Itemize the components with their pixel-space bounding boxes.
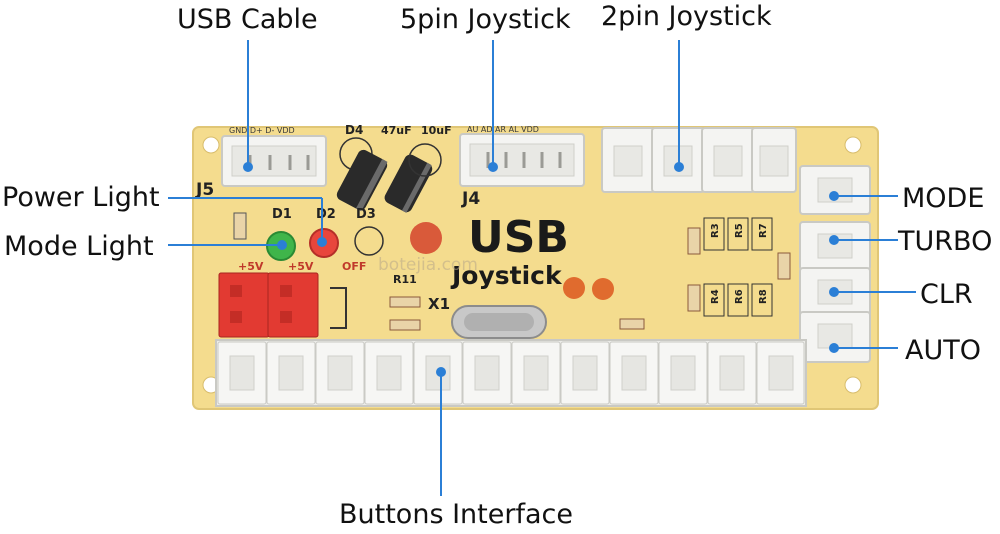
five-pin-joystick-connector: [459, 133, 585, 187]
label-r7: R7: [758, 223, 769, 238]
label-d1: D1: [272, 207, 292, 222]
callout-5pin-joystick: 5pin Joystick: [400, 4, 571, 35]
label-j4: J4: [461, 189, 480, 209]
resistor-block-top: [703, 217, 773, 251]
mounting-hole: [202, 136, 220, 154]
ceramic-capacitor: [563, 277, 585, 299]
usb-cable-connector: [221, 135, 327, 187]
label-r6: R6: [734, 289, 745, 304]
callout-lines: [168, 40, 916, 496]
right-side-connectors: [799, 165, 871, 363]
ceramic-capacitor: [592, 278, 614, 300]
callout-clr: CLR: [920, 279, 973, 310]
label-j5: J5: [195, 180, 214, 200]
callout-usb-cable: USB Cable: [177, 4, 318, 35]
label-r4: R4: [710, 289, 721, 304]
resistor: [389, 319, 421, 331]
label-r5: R5: [734, 223, 745, 238]
label-r8: R8: [758, 289, 769, 304]
usb-pin-labels: GND D+ D- VDD: [229, 126, 295, 135]
label-d3: D3: [356, 207, 376, 222]
label-off: OFF: [342, 260, 366, 273]
label-plus5v-a: +5V: [238, 260, 264, 273]
label-d2: D2: [316, 207, 336, 222]
resistor-block-bottom: [703, 283, 773, 317]
buttons-interface-connectors: [215, 339, 807, 407]
resistor-small: [233, 212, 247, 240]
callout-buttons-interface: Buttons Interface: [339, 499, 573, 530]
power-select-switch: [218, 272, 347, 338]
label-x1: X1: [428, 295, 450, 313]
label-r11: R11: [393, 273, 417, 286]
label-d4: D4: [345, 123, 363, 137]
resistor-vertical: [687, 227, 701, 255]
callout-power-light: Power Light: [2, 182, 160, 213]
label-cap-10uf: 10uF: [421, 124, 452, 137]
diode-d3-outline: [354, 226, 384, 256]
resistor-vertical: [687, 284, 701, 312]
board-usb-text: USB: [468, 212, 569, 263]
label-plus5v-b: +5V: [288, 260, 314, 273]
capacitor-47uf: [336, 149, 388, 212]
callout-mode-light: Mode Light: [4, 231, 154, 262]
resistor: [619, 318, 645, 330]
board-watermark: botejia.com: [378, 255, 478, 275]
callout-2pin-joystick: 2pin Joystick: [601, 1, 772, 32]
callout-mode: MODE: [902, 183, 985, 214]
board-joystick-text: Joystick: [450, 261, 563, 290]
two-pin-joystick-connectors: [601, 127, 797, 193]
label-r3: R3: [710, 223, 721, 238]
crystal-oscillator: [451, 305, 547, 339]
callout-auto: AUTO: [905, 335, 981, 366]
label-cap-47uf: 47uF: [381, 124, 412, 137]
joystick-pin-labels: AU AD AR AL VDD: [467, 125, 539, 134]
resistor: [389, 296, 421, 308]
callout-turbo: TURBO: [898, 226, 993, 257]
mounting-hole: [844, 136, 862, 154]
mounting-hole: [844, 376, 862, 394]
resistor-vertical: [777, 252, 791, 280]
ceramic-capacitor: [410, 222, 442, 254]
capacitor-outline: [408, 143, 442, 177]
